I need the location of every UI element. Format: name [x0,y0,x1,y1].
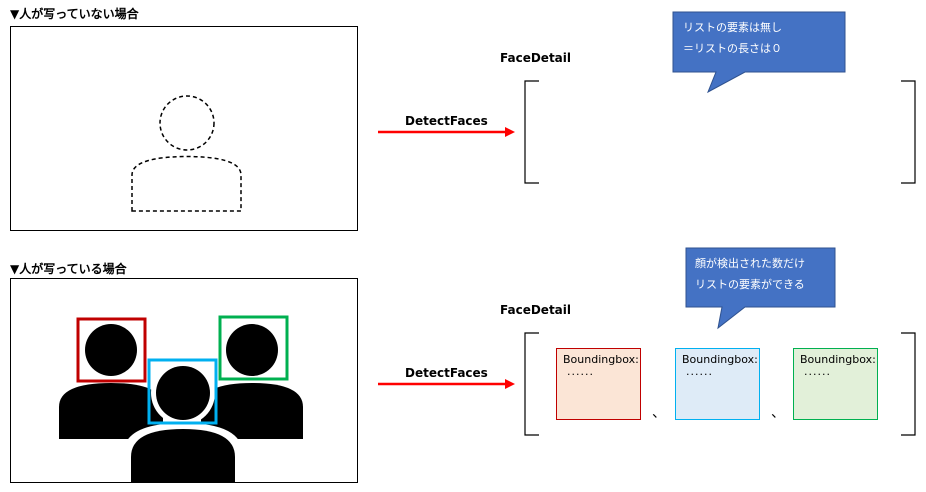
bounding-box-title: Boundingbox: [563,353,639,366]
detect-faces-label-top: DetectFaces [405,114,488,128]
face-box-blue [147,358,218,425]
bounding-box-title: Boundingbox: [682,353,758,366]
bounding-box-item-1: Boundingbox: ...... [556,348,641,420]
face-detail-title-top: FaceDetail [500,51,572,65]
section-heading-people: ▼人が写っている場合 [10,262,127,276]
list-separator: 、 [771,405,785,421]
people-photo-panel [10,278,358,483]
face-box-red [76,317,147,383]
bounding-box-dots: ...... [686,365,713,378]
bounding-box-item-3: Boundingbox: ...... [793,348,878,420]
callout-bottom-line2: リストの要素ができる [695,277,805,291]
empty-photo-panel [10,26,358,231]
people-group-icon [59,315,303,482]
detect-faces-label-bottom: DetectFaces [405,366,488,380]
callout-top-line2: ＝リストの長さは０ [683,42,782,55]
callout-bottom-line1: 顔が検出された数だけ [695,256,805,270]
bounding-box-dots: ...... [804,365,831,378]
list-separator: 、 [652,405,666,421]
bounding-box-title: Boundingbox: [800,353,876,366]
bounding-box-dots: ...... [567,365,594,378]
section-heading-no-person: ▼人が写っていない場合 [10,7,139,21]
face-detail-title-bottom: FaceDetail [500,303,572,317]
callout-top-line1: リストの要素は無し [683,20,782,34]
dashed-person-icon [131,95,242,212]
bounding-box-item-2: Boundingbox: ...... [675,348,760,420]
face-box-green [218,315,289,381]
